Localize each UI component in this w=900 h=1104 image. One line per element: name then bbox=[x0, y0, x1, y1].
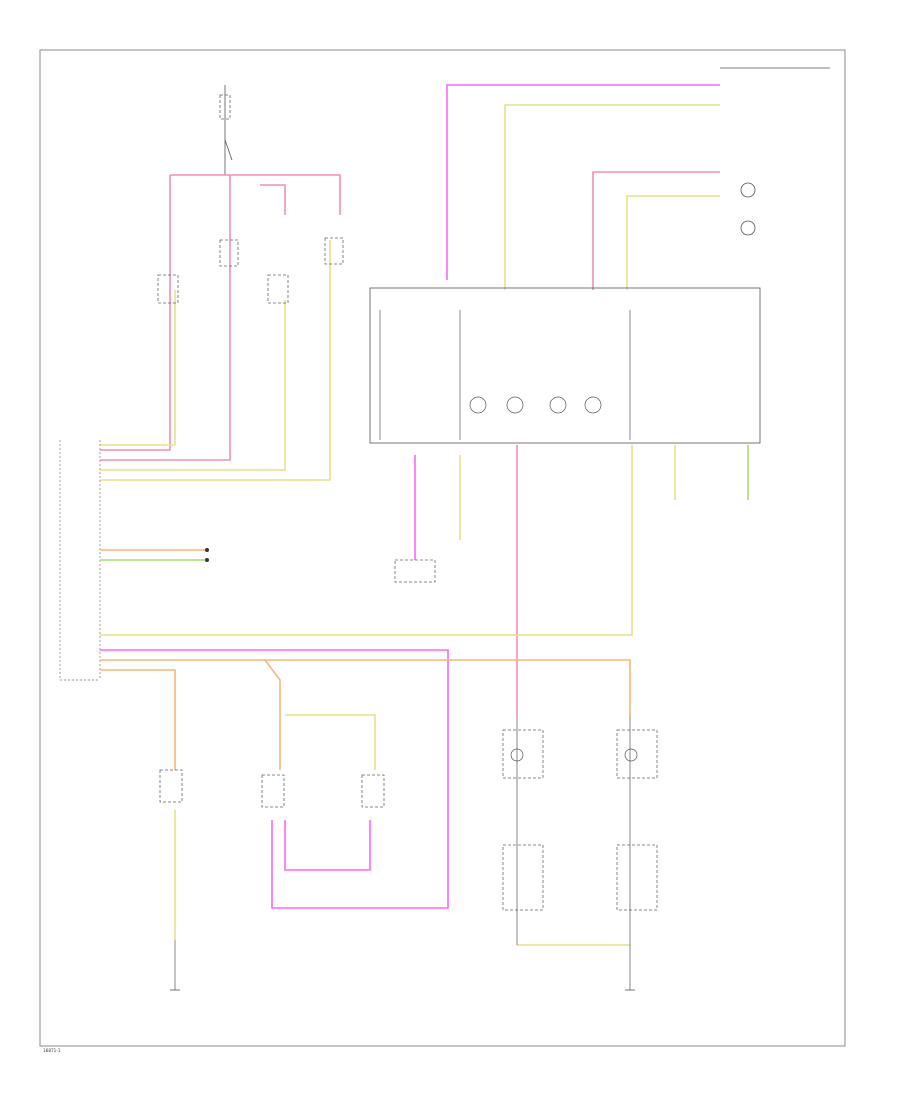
pink-circuit-left bbox=[100, 174, 341, 461]
orange-green-pair bbox=[100, 548, 209, 562]
lamp-units-top-left bbox=[157, 237, 344, 304]
control-module-box bbox=[369, 287, 761, 444]
control-module-internals bbox=[379, 310, 631, 440]
left-connector bbox=[59, 440, 101, 681]
bottom-components bbox=[159, 715, 658, 945]
yellow-circuit-left bbox=[100, 240, 331, 481]
fuse-area bbox=[219, 85, 233, 175]
module-lower-wiring bbox=[100, 445, 749, 715]
top-right-wiring bbox=[446, 67, 830, 290]
footer-code: 16871-1 bbox=[43, 1048, 61, 1053]
bottom-harness bbox=[100, 649, 631, 946]
diagram-frame bbox=[39, 49, 846, 1047]
ground-symbols bbox=[170, 940, 635, 991]
